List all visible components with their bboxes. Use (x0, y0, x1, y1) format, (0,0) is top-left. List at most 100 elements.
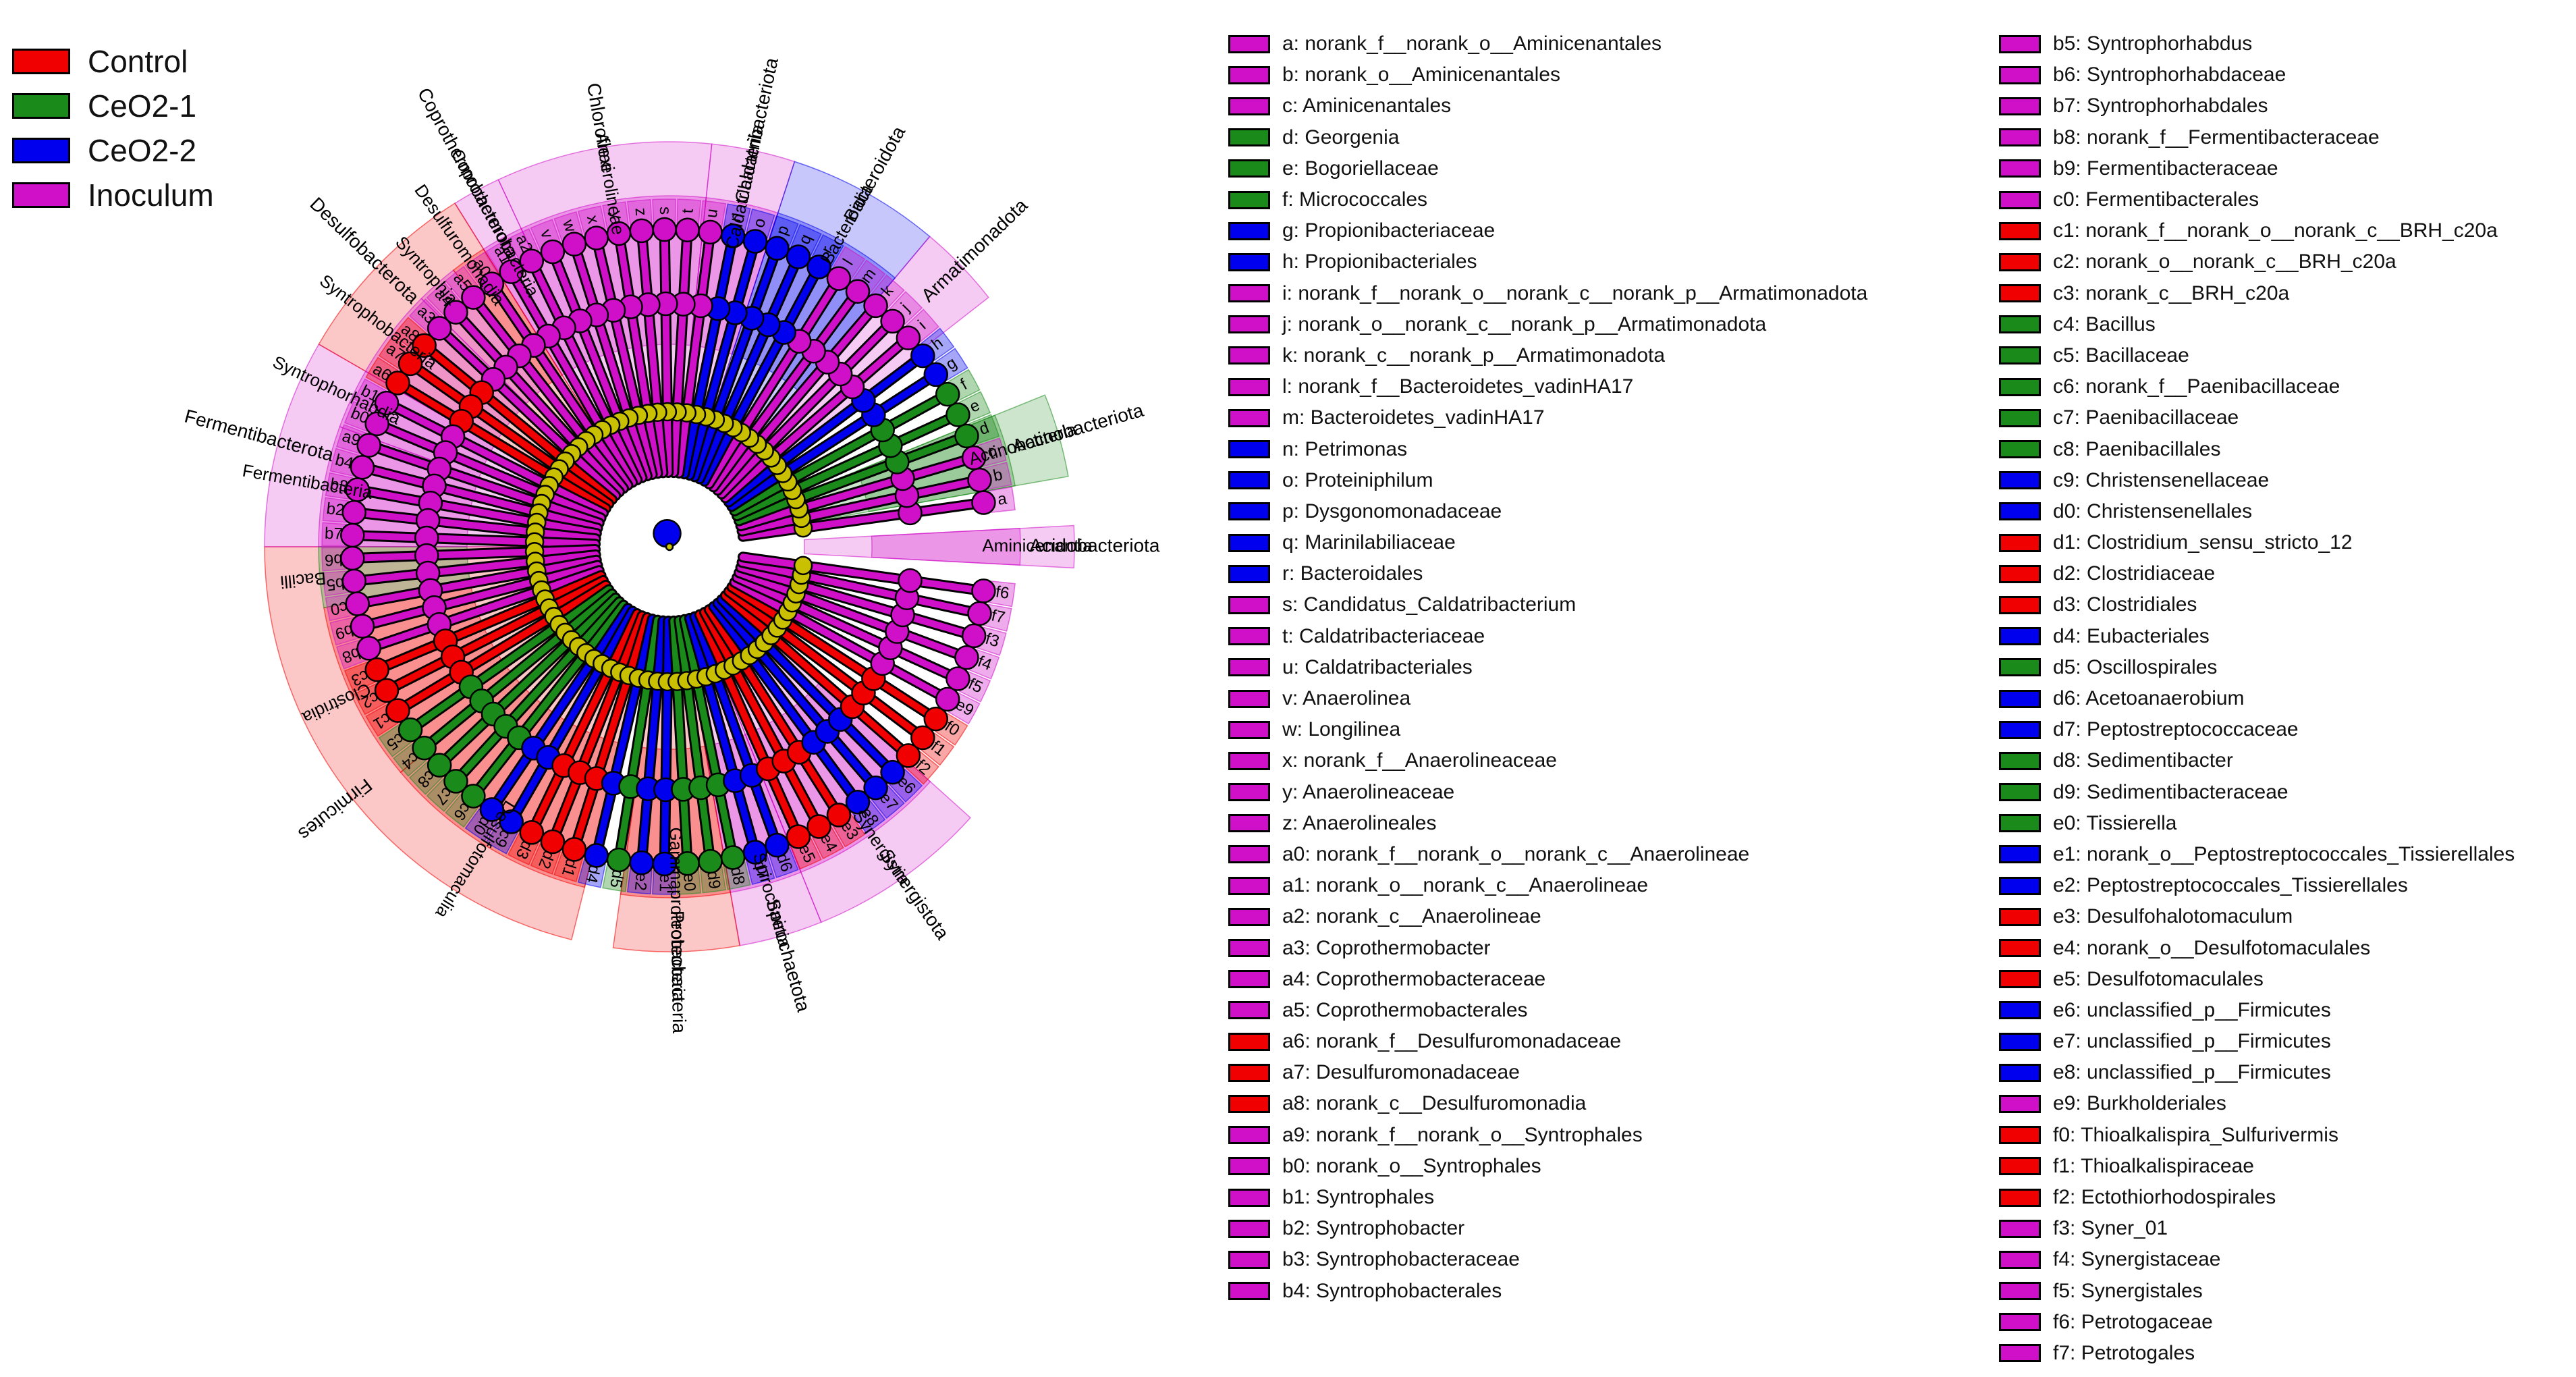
taxon-branch (725, 352, 927, 506)
genus-node (374, 678, 400, 703)
taxon-legend-item: v: Anaerolinea (1228, 683, 1867, 714)
genus-node (341, 568, 367, 594)
taxon-legend-item: b4: Syntrophobacterales (1228, 1276, 1867, 1307)
taxon-legend-item: u: Caldatribacteriales (1228, 652, 1867, 683)
genus-node (698, 848, 723, 874)
taxon-code-label: d5 (606, 868, 627, 889)
taxon-code-label: y (607, 209, 626, 220)
taxon-branch (373, 572, 605, 674)
taxon-legend-item: d8: Sedimentibacter (1999, 745, 2515, 776)
taxon-code-label: b9 (333, 620, 356, 643)
edge-layer (347, 224, 989, 869)
genus-node (364, 411, 389, 437)
taxon-code-label: b3 (329, 475, 350, 496)
taxon-branch (638, 227, 667, 477)
taxon-legend-label: d7: Peptostreptococcaceae (2053, 718, 2299, 741)
taxon-legend-swatch (1228, 159, 1270, 178)
taxon-legend-label: b3: Syntrophobacteraceae (1282, 1248, 1520, 1271)
genus-node (954, 423, 979, 449)
taxon-legend-swatch (1999, 658, 2041, 677)
taxon-legend-swatch (1228, 1157, 1270, 1176)
taxon-legend-item: f: Micrococcales (1228, 184, 1867, 215)
genus-node (385, 698, 410, 723)
genus-node (786, 824, 811, 849)
class-label: Aminicenantia (982, 535, 1093, 556)
taxon-legend-label: a5: Coprothermobacterales (1282, 998, 1528, 1021)
genus-node (398, 351, 423, 377)
taxon-legend-swatch (1999, 845, 2041, 864)
taxon-legend-item: a6: norank_f__Desulfuromonadaceae (1228, 1026, 1867, 1057)
genus-node (971, 490, 996, 515)
taxon-legend-label: d4: Eubacteriales (2053, 624, 2210, 647)
taxon-legend-swatch (1999, 533, 2041, 552)
taxon-branch (488, 605, 632, 813)
genus-node (961, 623, 987, 649)
taxon-legend-label: d2: Clostridiaceae (2053, 562, 2216, 585)
taxon-legend-label: a4: Coprothermobacteraceae (1282, 967, 1546, 990)
taxon-branch (570, 614, 651, 853)
taxon-branch (725, 588, 927, 741)
genus-node (863, 775, 888, 801)
taxon-legend-swatch (1999, 65, 2041, 84)
genus-node (826, 266, 852, 291)
taxon-branch (701, 609, 823, 830)
genus-node (350, 455, 375, 480)
taxon-branch (734, 411, 962, 520)
taxon-branch (737, 454, 978, 530)
taxon-legend-item: e9: Burkholderiales (1999, 1088, 2515, 1119)
taxon-legend-label: b7: Syntrophorhabdales (2053, 94, 2268, 117)
taxon-legend-swatch (1228, 658, 1270, 677)
taxon-legend-item: f6: Petrotogaceae (1999, 1307, 2515, 1338)
taxon-legend-swatch (1228, 1188, 1270, 1207)
group-legend-item: Inoculum (12, 173, 214, 217)
taxon-branch (452, 598, 623, 785)
taxon-legend-label: b4: Syntrophobacterales (1282, 1279, 1502, 1302)
taxon-legend-swatch (1999, 1219, 2041, 1238)
genus-node (561, 232, 587, 256)
taxon-legend-item: b2: Syntrophobacter (1228, 1213, 1867, 1244)
taxon-branch (721, 592, 912, 759)
genus-node (340, 545, 365, 571)
taxon-legend-label: j: norank_o__norank_c__norank_p__Armatim… (1282, 313, 1767, 335)
taxon-legend-label: s: Candidatus_Caldatribacterium (1282, 593, 1577, 616)
taxon-legend-label: r: Bacteroidales (1282, 562, 1423, 585)
genus-node (880, 759, 905, 785)
genus-node (443, 300, 468, 325)
node-layer (340, 217, 996, 877)
taxon-legend-swatch (1228, 284, 1270, 303)
taxon-legend-label: c: Aminicenantales (1282, 94, 1452, 117)
taxon-legend-item: b6: Syntrophorhabdaceae (1999, 59, 2515, 90)
taxon-branch (488, 280, 632, 489)
taxon-legend-item: d2: Clostridiaceae (1999, 558, 2515, 589)
genus-node (412, 333, 437, 358)
taxon-legend-label: v: Anaerolinea (1282, 687, 1411, 710)
taxon-legend-swatch (1999, 1250, 2041, 1269)
taxon-legend-item: a0: norank_f__norank_o__norank_c__Anaero… (1228, 839, 1867, 870)
taxon-branch (407, 586, 613, 734)
taxon-legend-swatch (1228, 346, 1270, 365)
taxon-branch (383, 576, 607, 694)
genus-node (427, 753, 452, 778)
taxon-legend-swatch (1228, 34, 1270, 53)
taxon-legend-swatch (1228, 377, 1270, 396)
taxon-branch (358, 464, 601, 532)
center-node (665, 542, 674, 551)
taxon-branch (350, 509, 599, 543)
taxon-legend-label: c4: Bacillus (2053, 313, 2156, 335)
taxon-legend-swatch (1228, 783, 1270, 802)
taxon-legend-item: e1: norank_o__Peptostreptococcales_Tissi… (1999, 839, 2515, 870)
genus-node (896, 743, 921, 768)
taxon-legend-swatch (1228, 845, 1270, 864)
taxon-legend-item: y: Anaerolineaceae (1228, 777, 1867, 808)
taxon-legend-label: a: norank_f__norank_o__Aminicenantales (1282, 32, 1662, 55)
taxon-legend-label: n: Petrimonas (1282, 437, 1408, 460)
taxon-legend-item: j: norank_o__norank_c__norank_p__Armatim… (1228, 309, 1867, 340)
taxon-legend-item: c2: norank_o__norank_c__BRH_c20a (1999, 246, 2515, 277)
taxon-branch (728, 583, 939, 723)
genus-node (698, 219, 723, 245)
taxon-legend-swatch (1999, 190, 2041, 209)
genus-node (971, 578, 996, 603)
taxon-legend-swatch (1999, 315, 2041, 334)
taxon-legend-label: d3: Clostridiales (2053, 593, 2197, 616)
taxon-legend-swatch (1228, 907, 1270, 926)
